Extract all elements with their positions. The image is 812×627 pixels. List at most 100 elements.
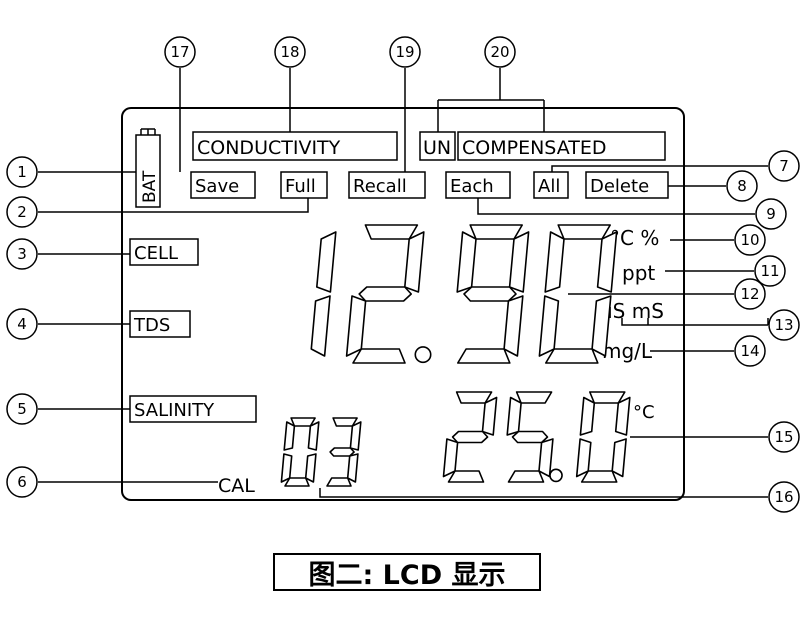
main-segment: [315, 231, 337, 293]
main-digit-1: [345, 224, 425, 364]
main-segment: [538, 295, 560, 357]
main-segment: [503, 295, 524, 357]
temp-segment: [442, 438, 459, 478]
callout-number-2: 2: [17, 203, 27, 221]
temp-decimal-point: [549, 468, 563, 483]
main-reading-display: [310, 224, 618, 364]
battery-label: BAT: [140, 170, 160, 203]
main-decimal-point: [414, 346, 432, 364]
recall-label: Recall: [353, 176, 407, 197]
callout-circle-4: [6, 308, 38, 340]
all-label: All: [538, 176, 560, 197]
lcd-diagram: BAT CONDUCTIVITY UN COMPENSATED Save Ful…: [6, 36, 800, 513]
full-label: Full: [285, 176, 316, 197]
figure-caption: 图二: LCD 显示: [273, 553, 541, 591]
unit-ppt: ppt: [622, 261, 655, 285]
callout-circle-5: [6, 393, 38, 425]
cal-segment: [304, 453, 317, 483]
conductivity-label: CONDUCTIVITY: [197, 137, 341, 159]
cal-segment: [307, 421, 320, 451]
cal-segment: [280, 453, 293, 483]
callout-circle-14: [734, 335, 766, 367]
callout-number-20: 20: [490, 43, 509, 61]
callout-circle-1: [6, 156, 38, 188]
cal-segment: [326, 477, 352, 487]
temp-segment: [614, 396, 631, 436]
temp-segment: [507, 470, 545, 483]
compensated-label: COMPENSATED: [462, 137, 606, 159]
lcd-outline: [121, 107, 685, 501]
callout-number-5: 5: [17, 400, 27, 418]
temperature-display: [442, 391, 631, 483]
main-segment: [596, 231, 618, 293]
unit-c-small: °C: [633, 402, 655, 423]
battery-icon: BAT: [135, 128, 161, 208]
main-segment: [469, 224, 524, 240]
main-segment: [364, 224, 419, 240]
callout-circle-12: [734, 278, 766, 310]
callout-circle-11: [754, 255, 786, 287]
main-segment: [508, 231, 530, 293]
callout-number-1: 1: [17, 163, 27, 181]
callout-number-13: 13: [774, 316, 793, 334]
callout-number-8: 8: [737, 177, 747, 195]
temp-digit-0: [442, 391, 498, 483]
main-segment: [310, 295, 331, 357]
cal-digit-1: [326, 417, 362, 487]
callout-circle-20: [484, 36, 516, 68]
callout-circle-10: [734, 224, 766, 256]
main-digit-0: [310, 231, 337, 357]
main-segment: [403, 231, 425, 293]
callout-number-16: 16: [774, 488, 793, 506]
callout-circle-3: [6, 238, 38, 270]
cal-segment: [346, 453, 359, 483]
cal-segment: [283, 421, 296, 451]
callout-number-12: 12: [740, 285, 759, 303]
salinity-label: SALINITY: [134, 400, 215, 421]
cal-label: CAL: [218, 475, 255, 497]
temp-segment: [538, 438, 554, 478]
callout-circle-19: [389, 36, 421, 68]
callout-circle-15: [768, 421, 800, 453]
main-segment: [456, 348, 511, 364]
callout-circle-2: [6, 196, 38, 228]
temp-digit-2: [575, 391, 631, 483]
main-digit-2: [456, 224, 530, 364]
main-segment: [463, 286, 517, 302]
tds-label: TDS: [133, 315, 170, 336]
temp-segment: [580, 470, 618, 483]
callout-circle-16: [768, 481, 800, 513]
temp-segment: [455, 391, 493, 404]
cal-segment: [349, 421, 362, 451]
callout-number-17: 17: [170, 43, 189, 61]
temp-segment: [481, 396, 498, 436]
cal-segment: [329, 447, 355, 457]
temp-digit-1: [506, 391, 554, 483]
callout-circle-18: [274, 36, 306, 68]
callout-number-18: 18: [280, 43, 299, 61]
figure-caption-text: 图二: LCD 显示: [308, 559, 506, 591]
temp-segment: [588, 391, 626, 404]
main-segment: [544, 348, 599, 364]
temp-segment: [447, 470, 485, 483]
delete-label: Delete: [590, 176, 649, 197]
callout-number-11: 11: [760, 262, 779, 280]
callout-number-3: 3: [17, 245, 27, 263]
callout-number-15: 15: [774, 428, 793, 446]
callout-number-14: 14: [740, 342, 759, 360]
cal-segment: [284, 477, 310, 487]
main-segment: [352, 348, 406, 364]
callout-number-19: 19: [395, 43, 414, 61]
main-segment: [358, 286, 413, 302]
temp-segment: [506, 396, 522, 436]
callout-circle-17: [164, 36, 196, 68]
main-segment: [557, 224, 612, 240]
temp-segment: [575, 438, 592, 478]
callout-circle-13: [768, 309, 800, 341]
temp-segment: [611, 438, 627, 478]
unit-c-percent: °C %: [610, 226, 659, 250]
temp-segment: [579, 396, 596, 436]
temp-segment: [451, 430, 489, 444]
save-label: Save: [195, 176, 239, 197]
callout-number-9: 9: [766, 205, 776, 223]
